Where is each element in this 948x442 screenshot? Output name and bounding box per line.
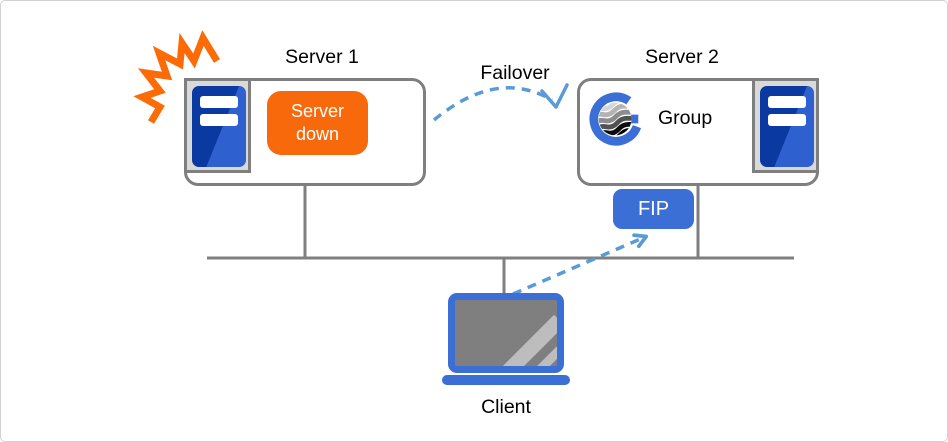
server-slot-bar [768, 96, 806, 108]
group-label: Group [658, 107, 713, 129]
server1-icon-panel [184, 78, 251, 173]
cluster-group-logo-icon [589, 92, 642, 146]
server-slot-bar [200, 96, 238, 108]
server2-icon-panel [752, 78, 819, 173]
laptop-base [442, 375, 570, 385]
laptop-client-icon [448, 293, 564, 373]
server-rack-icon [760, 86, 814, 167]
client-label: Client [481, 396, 531, 418]
server1-title: Server 1 [285, 46, 359, 68]
server-rack-icon [192, 86, 246, 167]
client-to-fip-arrow [512, 233, 649, 296]
failover-arrowhead-icon [540, 83, 569, 109]
server-slot-bar [200, 114, 238, 126]
server-down-badge: Server down [267, 91, 368, 155]
crash-burst-icon [133, 30, 220, 124]
laptop-screen [455, 300, 557, 366]
fip-badge: FIP [613, 189, 694, 229]
server-slot-bar [768, 114, 806, 126]
server2-title: Server 2 [645, 46, 719, 68]
failover-label: Failover [480, 62, 550, 84]
failover-arrow [432, 86, 553, 122]
